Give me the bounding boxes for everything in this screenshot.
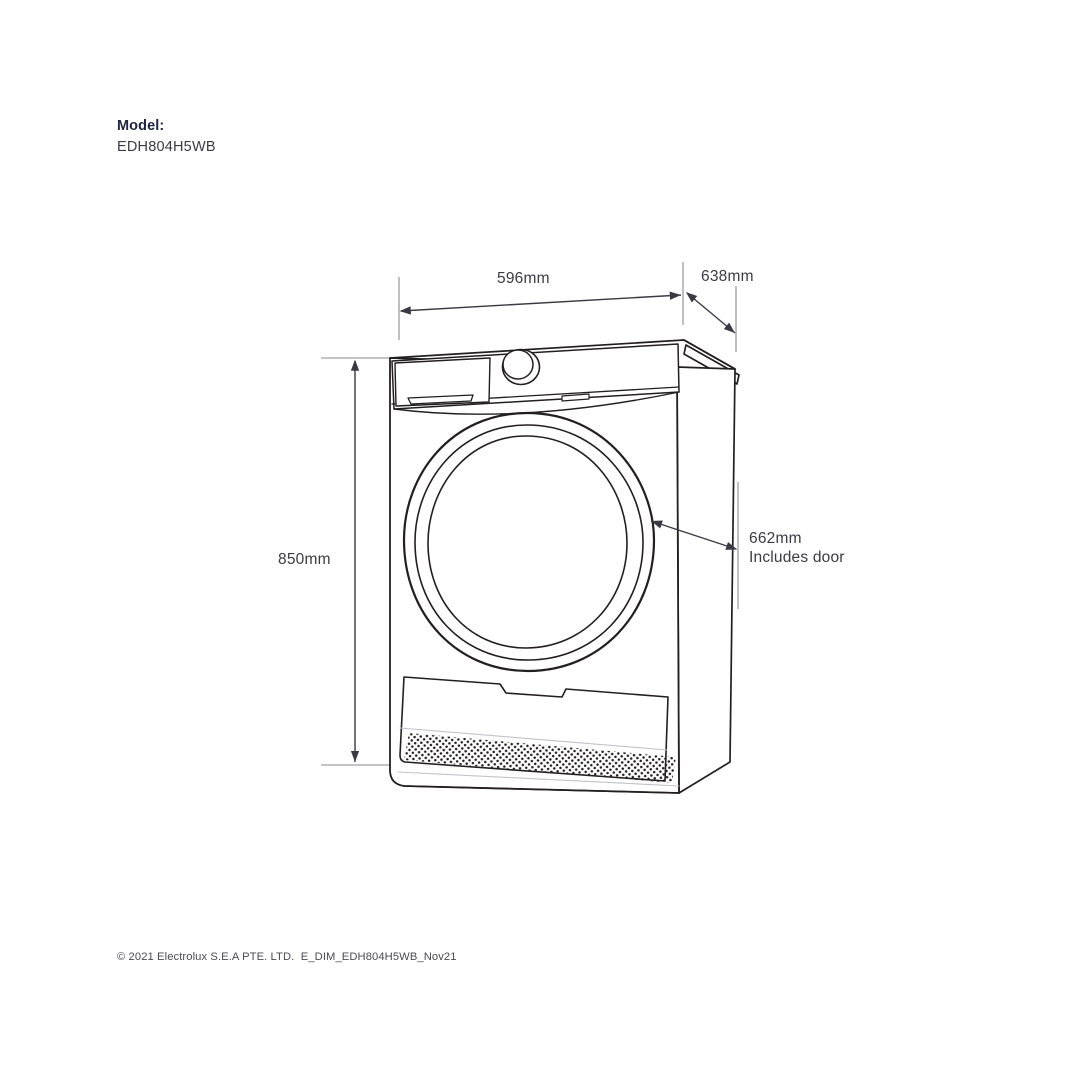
drawer-handle: [407, 394, 474, 405]
status-indicator: [561, 393, 590, 402]
program-dial-knob: [501, 348, 541, 386]
height-dimension-label: 850mm: [278, 551, 331, 568]
appliance-body: [389, 339, 740, 794]
dimension-line-depth: [685, 292, 736, 334]
water-tank-drawer: [394, 357, 491, 407]
dimension-line-width: [399, 291, 682, 315]
door-glass: [427, 435, 628, 649]
model-value: EDH804H5WB: [117, 139, 216, 156]
door: [402, 411, 656, 673]
door-depth-dimension-note: Includes door: [749, 549, 845, 566]
model-block: Model: EDH804H5WB: [117, 116, 216, 158]
model-label: Model:: [117, 118, 165, 134]
door-depth-dimension-label: 662mm: [749, 530, 802, 547]
depth-dimension-label: 638mm: [701, 268, 754, 285]
dimension-labels: 596mm 638mm 850mm 662mm Includes door: [278, 268, 845, 568]
dimension-line-door-depth: [650, 520, 738, 550]
copyright-footer: © 2021 Electrolux S.E.A PTE. LTD. E_DIM_…: [117, 951, 457, 963]
width-dimension-label: 596mm: [497, 270, 550, 287]
dimension-lines: [350, 291, 738, 762]
